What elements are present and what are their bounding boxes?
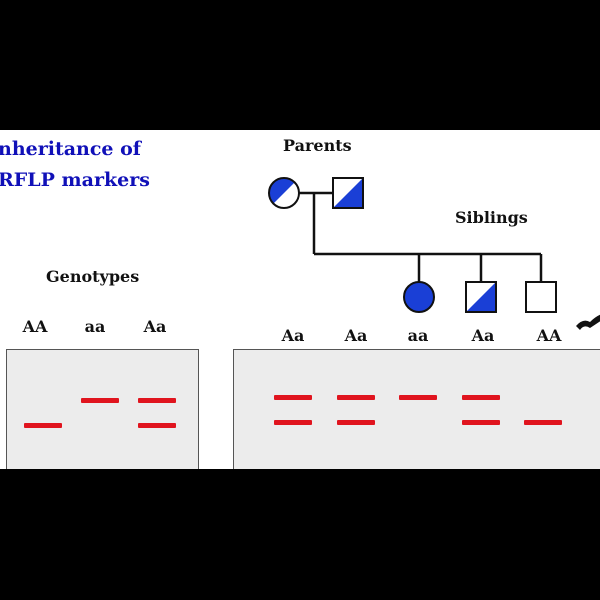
gel-band-a — [138, 398, 176, 403]
father-symbol — [332, 177, 364, 209]
siblings-label: Siblings — [455, 208, 528, 227]
right-gel-panel — [233, 349, 600, 469]
gel-band-A — [138, 423, 176, 428]
right-genotype-label: AA — [536, 326, 562, 345]
sibling-son-unaffected-symbol — [525, 281, 557, 313]
gel-band-A — [24, 423, 62, 428]
right-genotype-label: Aa — [344, 326, 368, 345]
gel-band-A — [524, 420, 562, 425]
sibling-daughter-symbol — [403, 281, 435, 313]
top-black-band — [0, 0, 600, 130]
parents-label: Parents — [283, 136, 352, 155]
mother-symbol — [268, 177, 300, 209]
gel-band-A — [462, 420, 500, 425]
sibling-son-symbol — [465, 281, 497, 313]
left-genotype-label: aa — [84, 317, 106, 336]
gel-band-a — [274, 395, 312, 400]
gel-band-a — [399, 395, 437, 400]
pedigree-chart — [268, 177, 600, 330]
left-genotype-label: Aa — [143, 317, 167, 336]
bottom-black-band — [0, 469, 600, 600]
right-genotype-label: Aa — [471, 326, 495, 345]
left-gel-panel — [6, 349, 199, 469]
gel-band-A — [274, 420, 312, 425]
partial-glyph — [576, 314, 600, 330]
gel-band-a — [462, 395, 500, 400]
gel-band-a — [81, 398, 119, 403]
right-genotype-label: Aa — [281, 326, 305, 345]
gel-band-a — [337, 395, 375, 400]
left-genotype-label: AA — [22, 317, 48, 336]
slide-title: nheritance of RFLP markers — [0, 138, 150, 191]
genotypes-label: Genotypes — [46, 267, 140, 286]
slide-content: nheritance of RFLP markers Parents Sibli… — [0, 130, 600, 469]
right-genotype-label: aa — [407, 326, 429, 345]
gel-band-A — [337, 420, 375, 425]
